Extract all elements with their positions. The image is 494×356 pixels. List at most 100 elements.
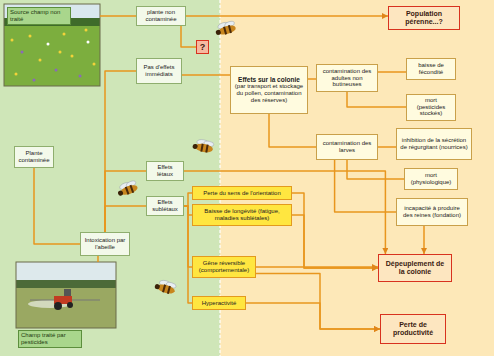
box-text: contamination des larves <box>320 140 374 154</box>
box-text: Perte du sens de l'orientation <box>203 190 281 197</box>
box-text: incapacité à produire des reines (fondat… <box>400 205 464 219</box>
bee-picture <box>115 179 138 197</box>
photo-sky <box>16 262 116 280</box>
flower-dot <box>85 29 88 32</box>
bee-stripe <box>162 284 166 292</box>
flow-connector <box>105 71 136 232</box>
process-box: Plante contaminée <box>14 146 54 168</box>
flower-dot <box>39 59 42 62</box>
effect-box: contamination des adultes non butineuses <box>316 64 378 92</box>
flow-connector <box>34 168 80 244</box>
bee-stripe <box>125 187 130 195</box>
flow-connector <box>100 15 136 17</box>
sublethal-box: Baisse de longévité (fatigue, maladies s… <box>192 204 292 226</box>
box-text: baisse de fécondité <box>410 62 452 76</box>
flow-connector <box>423 226 425 254</box>
bee-body <box>156 283 175 295</box>
bee-stripe <box>223 26 227 34</box>
flower-dot <box>71 55 74 58</box>
outcome-box: Dépeuplement de la colonie <box>378 254 452 282</box>
bee-picture <box>214 20 237 37</box>
flow-connector <box>269 114 316 147</box>
photo-frame <box>16 262 116 328</box>
flower-dot <box>11 39 14 42</box>
bee-stripe <box>167 286 171 294</box>
photo-caption: Source champ non traité <box>7 7 71 25</box>
effect-box: incapacité à produire des reines (fondat… <box>396 198 468 226</box>
flow-connector <box>184 193 192 206</box>
bee-head <box>154 284 160 290</box>
flow-connector <box>182 74 230 76</box>
process-box: plante non contaminée <box>136 6 186 26</box>
effect-box: contamination des larves <box>316 134 378 160</box>
process-box: Effets létaux <box>146 161 184 181</box>
bee-body <box>194 142 213 153</box>
flow-connector <box>184 206 192 303</box>
box-text: Effets sublétaux <box>150 199 180 213</box>
box-text: Population pérenne...? <box>392 10 456 26</box>
effect-box: baisse de fécondité <box>406 58 456 80</box>
flow-connector <box>181 26 196 47</box>
flower-dot <box>59 51 62 54</box>
box-text: contamination des adultes non butineuses <box>320 68 374 89</box>
box-text: Effets sur la colonie <box>238 76 300 83</box>
effect-box: inhibition de la sécrétion de régurgitan… <box>396 128 472 160</box>
flow-connector <box>335 160 396 212</box>
flow-connector <box>184 171 385 254</box>
flow-connector <box>308 78 316 80</box>
tractor-wheel <box>54 302 62 310</box>
box-text: Perte de productivité <box>384 321 442 337</box>
flower-dot <box>29 35 32 38</box>
bee-stripe <box>130 185 135 193</box>
bee-stripe <box>205 144 208 152</box>
flow-connector <box>186 15 388 17</box>
box-text: Dépeuplement de la colonie <box>382 260 448 276</box>
tractor-field-photo <box>16 262 116 328</box>
effect-box: mort (pesticides stockés) <box>406 94 456 121</box>
bee-picture <box>192 138 214 153</box>
box-text: plante non contaminée <box>140 9 182 23</box>
flow-connector <box>246 303 380 329</box>
box-text: Baisse de longévité (fatigue, maladies s… <box>196 208 288 222</box>
photo-trees <box>16 280 116 288</box>
box-text: (par transport et stockage du pollen, co… <box>234 83 304 104</box>
flower-field-photo <box>4 4 100 86</box>
box-text: inhibition de la sécrétion de régurgitan… <box>400 137 468 151</box>
box-text: Pas d'effets immédiats <box>140 64 178 78</box>
process-box: Effets sublétaux <box>146 196 184 216</box>
flow-connector <box>292 215 378 268</box>
box-text: Plante contaminée <box>18 150 50 164</box>
flow-connector <box>292 193 378 268</box>
photo-field <box>16 288 116 328</box>
flower-dot <box>55 69 58 72</box>
process-box: Pas d'effets immédiats <box>136 58 182 84</box>
flower-dot <box>79 75 82 78</box>
bee-head <box>192 144 198 150</box>
flow-connector <box>105 171 146 232</box>
flow-connector <box>378 146 396 148</box>
box-text: mort (pesticides stockés) <box>410 97 452 118</box>
sublethal-box: Hyperactivité <box>192 296 246 310</box>
effect-box: mort (physiologique) <box>404 168 458 190</box>
photo-node: Champ traité par pesticides <box>16 262 116 348</box>
flow-connector <box>97 256 99 262</box>
sublethal-box: Perte du sens de l'orientation <box>192 186 292 200</box>
outcome-box: Population pérenne...? <box>388 6 460 30</box>
photo-frame <box>4 4 100 86</box>
flower-dot <box>15 73 18 76</box>
bee-head <box>117 190 123 196</box>
bee-stripe <box>228 25 232 33</box>
question-box: ? <box>196 40 209 54</box>
tractor-cab <box>64 289 71 296</box>
bee-head <box>215 29 221 35</box>
flow-connector <box>347 160 404 179</box>
flow-connector <box>347 92 406 107</box>
box-text: Hyperactivité <box>202 300 237 307</box>
flower-dot <box>21 51 24 54</box>
process-box: Intoxication par l'abeille <box>80 232 130 256</box>
flow-connector <box>256 266 378 268</box>
flow-connector <box>378 71 406 73</box>
box-text: Effets létaux <box>150 164 180 178</box>
